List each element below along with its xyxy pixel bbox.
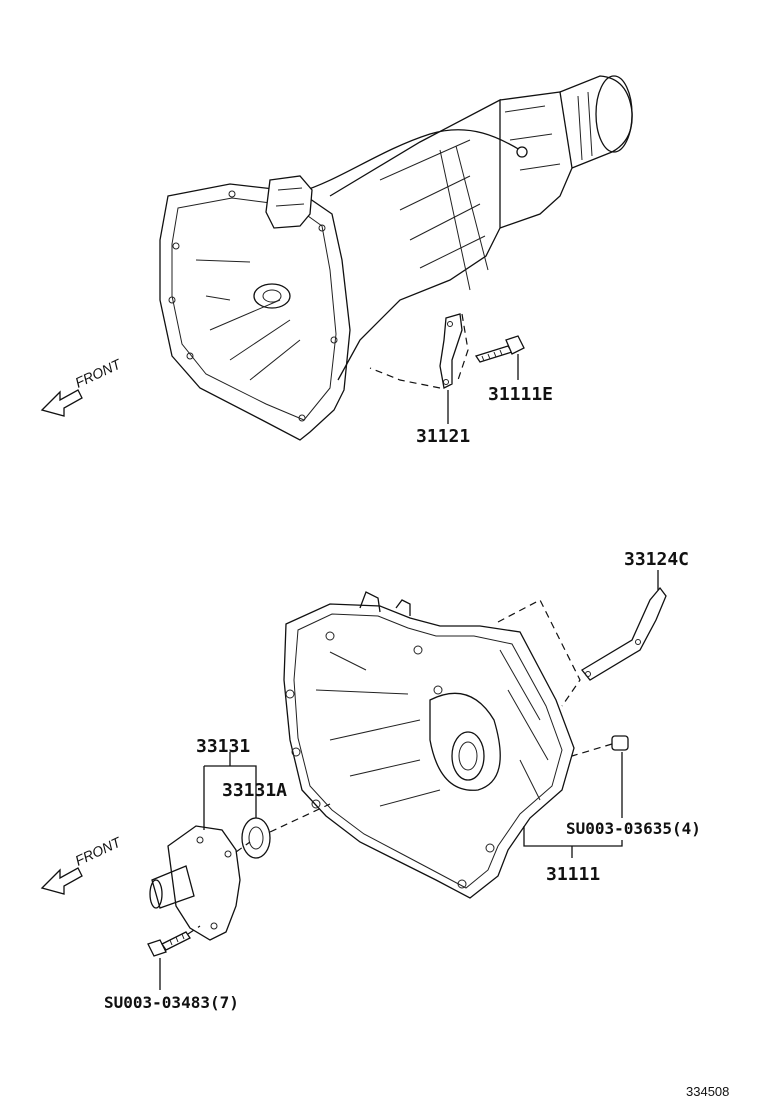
front-label-bottom: FRONT xyxy=(73,833,125,868)
bracket-31121-drawing xyxy=(369,313,469,389)
bolt-SU003-03483-drawing xyxy=(147,925,201,957)
label-33131: 33131 xyxy=(196,736,250,757)
leader-33131-bracket xyxy=(204,765,257,818)
label-SU003-03483: SU003-03483(7) xyxy=(104,993,239,1012)
plate-33124C-drawing xyxy=(581,586,667,681)
label-31111: 31111 xyxy=(546,864,600,885)
seal-33131A-drawing xyxy=(241,817,271,859)
front-arrow-top: FRONT xyxy=(40,355,125,417)
label-31111E: 31111E xyxy=(488,384,553,405)
front-label-top: FRONT xyxy=(73,355,125,390)
retainer-33131-drawing xyxy=(149,825,251,941)
leader-31111 xyxy=(523,826,623,847)
transmission-housing-drawing xyxy=(283,591,575,899)
housing-dashed-outline xyxy=(497,599,581,707)
label-33131A: 33131A xyxy=(222,780,287,801)
label-33124C: 33124C xyxy=(624,549,689,570)
catalog-number: 334508 xyxy=(686,1084,729,1099)
bolt-31111E-drawing xyxy=(474,335,525,363)
seal-axis-dash xyxy=(269,803,331,833)
front-arrow-bottom: FRONT xyxy=(40,833,125,895)
label-31121: 31121 xyxy=(416,426,470,447)
dowel-pin-drawing xyxy=(571,735,629,757)
label-SU003-03635: SU003-03635(4) xyxy=(566,819,701,838)
transmission-assembly-drawing xyxy=(159,75,633,441)
